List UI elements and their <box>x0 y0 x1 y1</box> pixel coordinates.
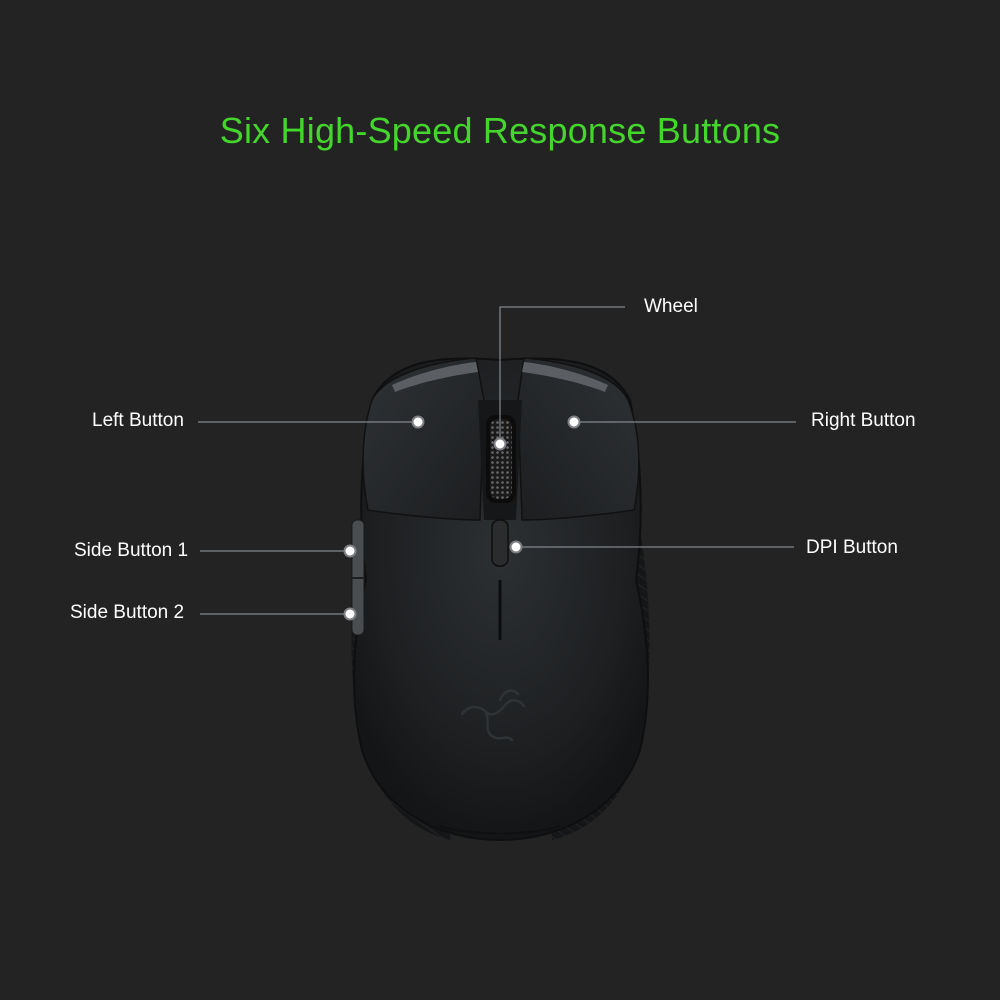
dpi-button-label: DPI Button <box>806 537 898 558</box>
dpi-button <box>491 519 509 567</box>
mouse-body <box>351 357 650 842</box>
brand-logo <box>460 689 526 742</box>
page-title: Six High-Speed Response Buttons <box>219 110 781 151</box>
callout-lines <box>198 306 796 615</box>
right-button-marker <box>567 415 581 429</box>
side-button-2-label: Side Button 2 <box>70 602 185 623</box>
scroll-wheel <box>486 415 516 503</box>
side-button-2-marker <box>343 607 357 621</box>
right-button-label: Right Button <box>811 410 916 431</box>
side-button-1-label: Side Button 1 <box>74 540 189 561</box>
wheel-marker <box>493 437 507 451</box>
side-button-1-marker <box>343 544 357 558</box>
left-button-marker <box>411 415 425 429</box>
callout-markers <box>343 415 581 621</box>
wheel-label: Wheel <box>644 296 698 317</box>
dpi-button-marker <box>509 540 523 554</box>
wheel-leader-line <box>499 306 625 444</box>
left-button-label: Left Button <box>92 410 184 431</box>
